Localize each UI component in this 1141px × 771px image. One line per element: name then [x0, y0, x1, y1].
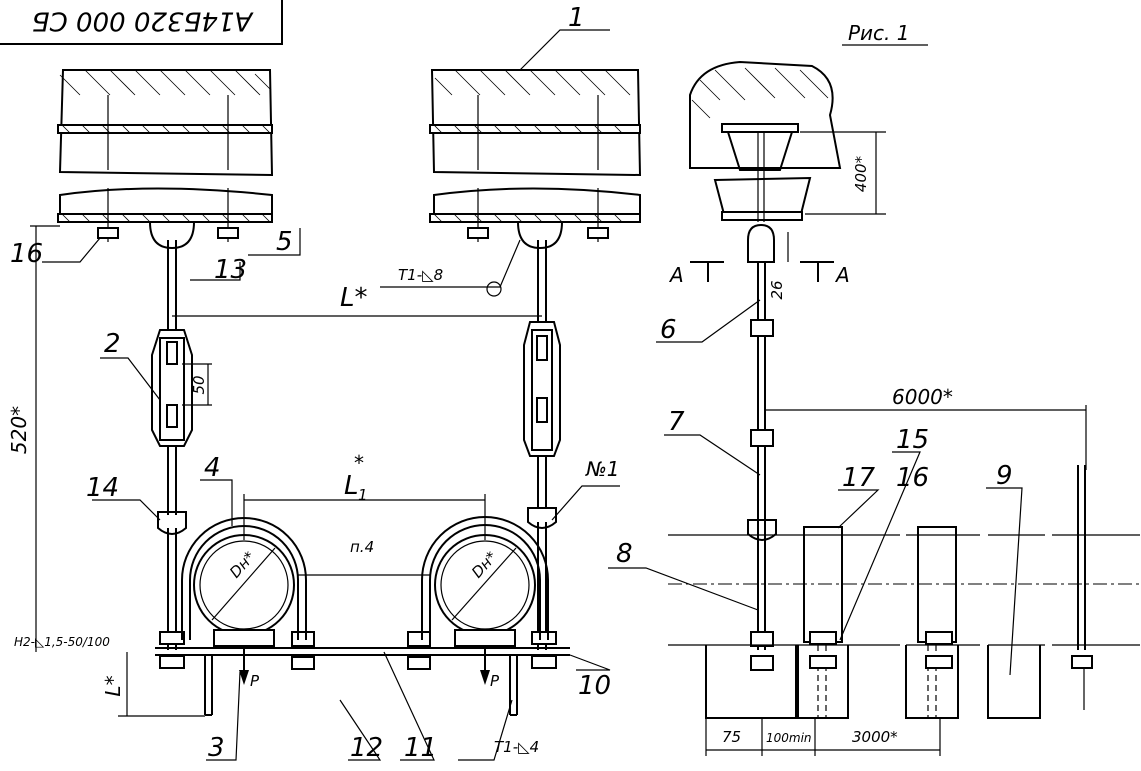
pos-13: 13 — [214, 255, 247, 285]
dim-50: 50 — [190, 375, 208, 394]
pos-5: 5 — [276, 227, 293, 257]
dim-L1-star: * — [354, 451, 364, 475]
side-hanger-rod — [747, 223, 777, 671]
dim-520: 520* — [7, 406, 31, 454]
figure-label-text: Рис. 1 — [848, 21, 910, 45]
left-hanger-rod — [151, 240, 193, 669]
dim-6000: 6000* — [892, 385, 953, 409]
dimension-texts: L* L 1 * 50 520* L* 400* 26 6000* 75 100… — [7, 155, 953, 746]
middle-ceiling-slab — [429, 69, 642, 177]
pipe-mark: №1 — [585, 457, 620, 481]
section-a-right: А — [834, 263, 850, 287]
dim-lstar-vertical: L* — [101, 675, 125, 696]
traverse-beam — [155, 631, 570, 716]
dim-75: 75 — [722, 728, 741, 746]
pos-11: 11 — [404, 733, 437, 763]
left-ceiling-slab — [57, 69, 274, 177]
dim-dh-left: Dн* — [226, 548, 259, 582]
pos-7: 7 — [668, 407, 685, 437]
pos-3: 3 — [208, 733, 225, 763]
left-beam-plate — [57, 187, 273, 250]
pos-12: 12 — [350, 733, 383, 763]
pos-6: 6 — [660, 315, 677, 345]
middle-beam-plate — [429, 187, 641, 250]
dim-100min: 100min — [766, 731, 812, 745]
pos-8: 8 — [616, 539, 633, 569]
pos-1: 1 — [568, 3, 585, 33]
dim-400: 400* — [852, 155, 870, 192]
side-beams — [668, 465, 1140, 719]
pos-4: 4 — [204, 453, 221, 483]
pos-16-right: 16 — [896, 463, 929, 493]
pos-2: 2 — [104, 329, 121, 359]
dim-L: L* — [340, 283, 368, 313]
dim-3000: 3000* — [852, 728, 898, 746]
dim-26: 26 — [768, 280, 786, 299]
pos-10: 10 — [578, 671, 611, 701]
load-p-right: Р — [490, 672, 500, 690]
dim-dh-right: Dн* — [468, 548, 501, 582]
section-a-left: А — [668, 263, 684, 287]
leader-lines — [42, 29, 1023, 761]
weld-t1-4: Т1-◺4 — [494, 738, 539, 756]
dimension-lines — [30, 131, 1087, 756]
load-p-left: Р — [250, 672, 260, 690]
figure-label: Рис. 1 — [842, 21, 928, 46]
middle-hanger-rod — [523, 240, 561, 669]
dim-L1: L — [344, 471, 359, 501]
dim-L1-sub: 1 — [358, 486, 368, 504]
drawing-code: А14Б320 000 СБ — [32, 6, 254, 36]
weld-and-misc-texts: Т1-◺8 Т1-◺4 Н2-◺1,5-50/100 А А Р Р №1 — [14, 263, 850, 756]
pos-14: 14 — [86, 473, 119, 503]
side-slab — [689, 60, 842, 222]
pos-16-left: 16 — [10, 239, 43, 269]
weld-h2: Н2-◺1,5-50/100 — [14, 635, 110, 649]
dim-p4: п.4 — [350, 538, 374, 556]
position-numbers: 1 2 3 4 5 6 7 8 9 10 11 12 13 14 15 16 1… — [10, 3, 1013, 763]
pos-17: 17 — [842, 463, 876, 493]
title-block: А14Б320 000 СБ — [0, 0, 283, 45]
pos-9: 9 — [996, 461, 1013, 491]
pos-15: 15 — [896, 425, 929, 455]
weld-t1-8: Т1-◺8 — [398, 266, 443, 284]
